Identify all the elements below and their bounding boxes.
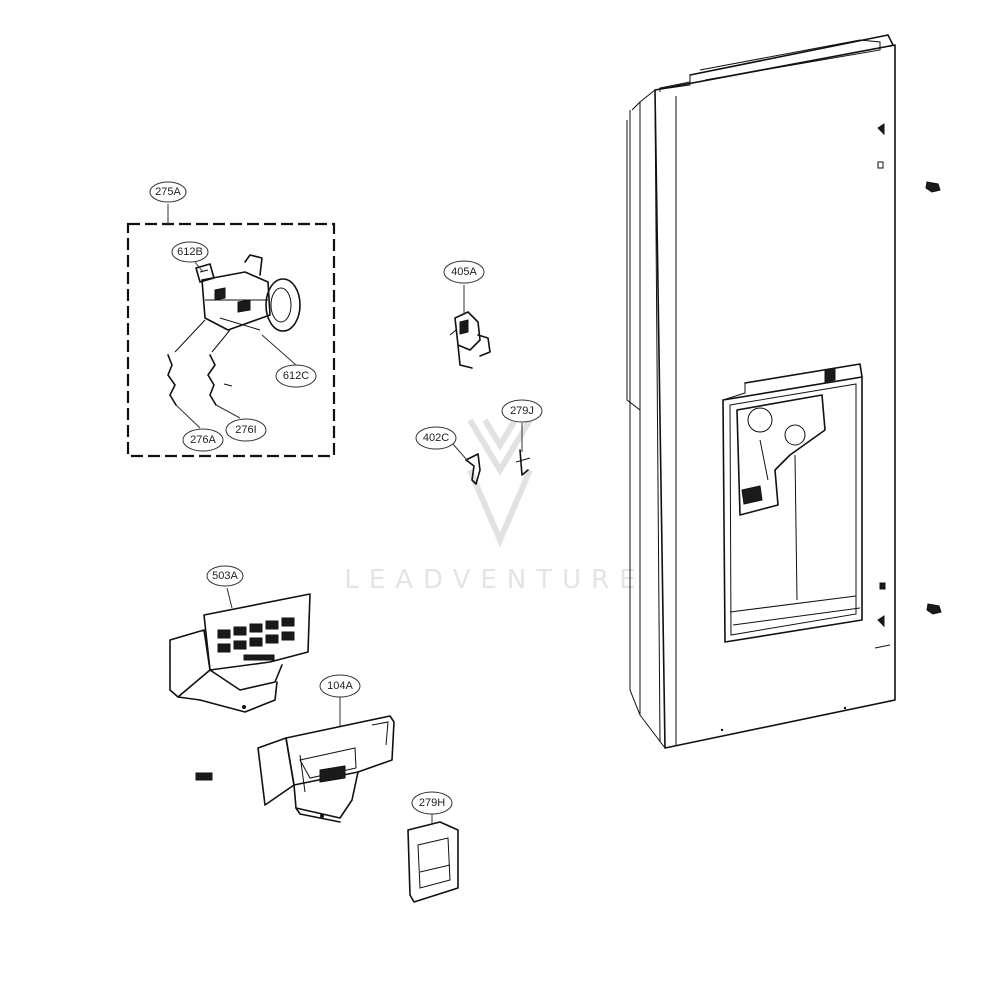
- pin-part: [515, 449, 531, 476]
- callout-label: 279J: [510, 405, 534, 417]
- callout-612C: 612C: [275, 364, 317, 388]
- callout-label: 275A: [155, 186, 181, 198]
- callout-276I: 276I: [225, 418, 267, 442]
- callout-503A: 503A: [206, 565, 244, 587]
- callout-276A: 276A: [182, 428, 224, 452]
- cover-part: [407, 821, 459, 903]
- watermark-text: LEADVENTURE: [344, 565, 645, 595]
- dispenser-housing-part: [257, 715, 395, 823]
- callout-label: 276A: [190, 434, 216, 446]
- small-spring-part: [195, 772, 213, 781]
- callout-104A: 104A: [319, 674, 361, 698]
- callout-label: 276I: [235, 424, 256, 436]
- display-panel-part: [169, 593, 311, 713]
- callout-279H: 279H: [411, 791, 453, 815]
- callout-label: 405A: [451, 266, 477, 278]
- callout-405A: 405A: [443, 260, 485, 284]
- clip-part: [465, 453, 481, 485]
- callout-label: 104A: [327, 680, 353, 692]
- callout-label: 612C: [283, 370, 309, 382]
- callout-279J: 279J: [501, 399, 543, 423]
- callout-612B: 612B: [171, 241, 209, 263]
- door-panel: [626, 34, 942, 749]
- callout-402C: 402C: [415, 426, 457, 450]
- callout-label: 612B: [177, 246, 203, 258]
- leader-lines: [167, 204, 523, 824]
- switch-part: [195, 263, 215, 283]
- display-buttons: [217, 617, 295, 661]
- callout-label: 503A: [212, 570, 238, 582]
- dispenser-recess: [722, 363, 863, 643]
- auger-motor-part: [201, 254, 301, 332]
- assembly-275A-box: [126, 222, 336, 458]
- bracket-part: [449, 311, 491, 369]
- watermark: LEADVENTURE: [344, 418, 645, 595]
- callout-275A: 275A: [149, 181, 187, 203]
- spring-parts: [167, 319, 233, 406]
- callout-label: 402C: [423, 432, 449, 444]
- callout-label: 279H: [419, 797, 445, 809]
